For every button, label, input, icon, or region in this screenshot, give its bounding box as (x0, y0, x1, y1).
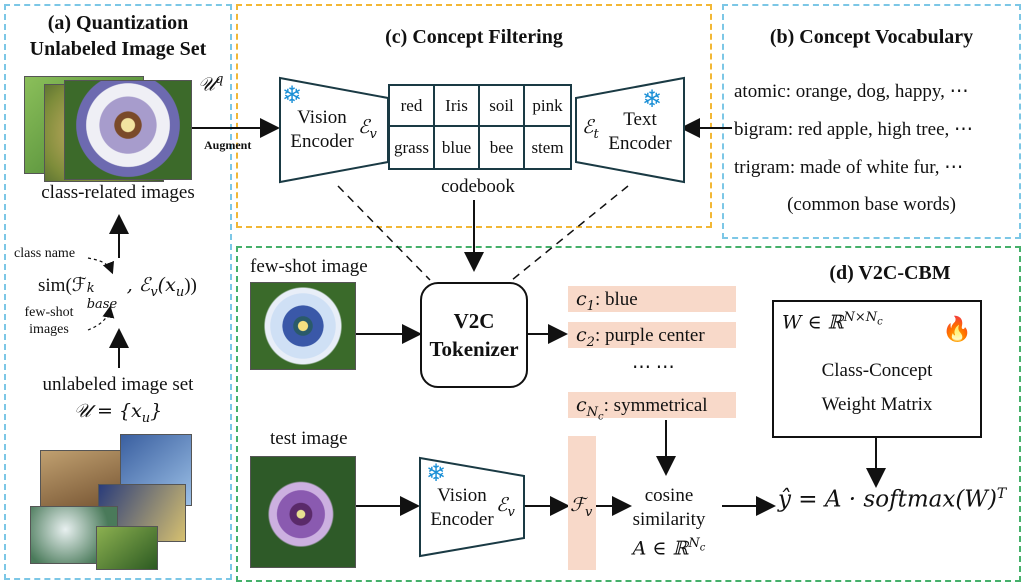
snowflake-icon: ❄ (282, 83, 303, 109)
vision-encoder-shape-bottom (419, 456, 525, 558)
test-image (250, 456, 356, 568)
codebook-cell: bee (480, 127, 525, 168)
panel-b-title: (b) Concept Vocabulary (769, 26, 974, 48)
text-encoder-label: Text Encoder (608, 109, 672, 154)
codebook-label: codebook (441, 176, 515, 197)
concept-ellipsis: ⋯ ⋯ (632, 357, 675, 378)
test-image-label: test image (270, 428, 348, 449)
class-name-label: class name (14, 246, 76, 261)
codebook-cell: grass (390, 127, 435, 168)
uq-label: 𝒰q (198, 72, 224, 96)
vocab-trigram: trigram: made of white fur, ⋯ (734, 157, 964, 178)
collage-image-5 (96, 526, 158, 570)
panel-d-border (236, 246, 1021, 582)
few-shot-images-label: few-shot images (24, 305, 74, 337)
weight-matrix-box (772, 300, 982, 438)
weight-formula: W ∈ ℝN×Nc (782, 310, 883, 334)
class-related-images-label: class-related images (41, 182, 195, 203)
text-encoder-shape (575, 76, 685, 184)
codebook-cell: pink (525, 86, 570, 127)
panel-a-border (4, 4, 232, 580)
feature-fv-bar (568, 436, 596, 570)
weight-matrix-label: Class-Concept Weight Matrix (821, 360, 933, 415)
class-name-arrow (87, 257, 114, 275)
unlabeled-set-label: unlabeled image set 𝒰 = {xu} (42, 374, 194, 426)
snowflake-icon: ❄ (426, 461, 447, 487)
panel-b-border (722, 4, 1021, 239)
stack-image-3-passionflower (64, 80, 192, 180)
cosine-similarity: cosine similarity A ∈ ℝNc (632, 485, 706, 560)
vocab-bigram: bigram: red apple, high tree, ⋯ (734, 119, 974, 140)
codebook-cell: stem (531, 137, 564, 157)
vision-encoder-bottom-symbol: ℰv (496, 494, 515, 520)
few-shot-arrow (87, 305, 115, 331)
output-formula: ŷ = A · softmax(W)T (778, 486, 1007, 513)
panel-a-title: (a) Quantization Unlabeled Image Set (29, 12, 207, 60)
vision-encoder-bottom-label: Vision Encoder (430, 485, 494, 530)
text-encoder-symbol: ℰt (582, 116, 599, 142)
codebook-cell: red (390, 86, 435, 127)
vocab-atomic: atomic: orange, dog, happy, ⋯ (734, 81, 969, 102)
concept-cn: cNc: symmetrical (568, 392, 736, 422)
codebook-grid: red Iris soil pink grass blue bee stem (388, 84, 572, 170)
augment-label: Augment (204, 138, 252, 152)
vision-encoder-top-label: Vision Encoder (290, 107, 354, 152)
feature-fv: ℱv (570, 494, 593, 520)
few-shot-image (250, 282, 356, 370)
v2c-tokenizer: V2C Tokenizer (420, 282, 528, 388)
codebook-cell: soil (480, 86, 525, 127)
codebook-cell: Iris (435, 86, 480, 127)
concept-c2: c2: purple center (568, 322, 736, 350)
concept-c1: c1: blue (568, 286, 736, 314)
panel-c-title: (c) Concept Filtering (385, 26, 563, 48)
fire-icon: 🔥 (942, 317, 972, 343)
vocab-base-words: (common base words) (787, 194, 956, 215)
few-shot-image-label: few-shot image (250, 256, 368, 277)
codebook-cell: blue (435, 127, 480, 168)
panel-d-title: (d) V2C-CBM (829, 262, 951, 284)
snowflake-icon: ❄ (642, 87, 663, 113)
vision-encoder-symbol: ℰv (358, 116, 377, 142)
